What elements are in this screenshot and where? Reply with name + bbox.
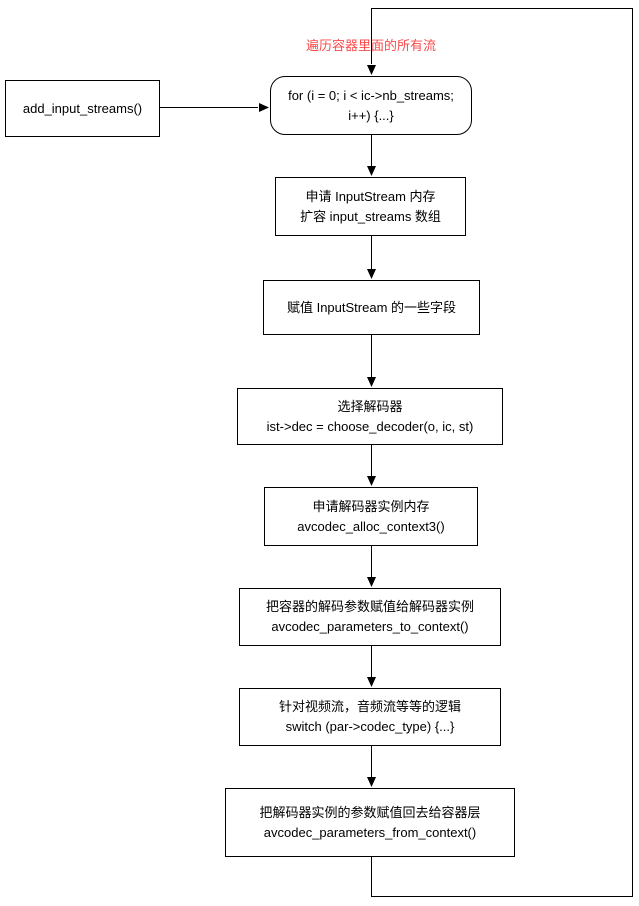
arrowhead-down-icon [367,269,376,279]
node-alloc-context: 申请解码器实例内存 avcodec_alloc_context3() [264,487,478,546]
node-label: 申请 InputStream 内存 [305,188,436,204]
node-label: 赋值 InputStream 的一些字段 [286,299,457,315]
node-assign-fields: 赋值 InputStream 的一些字段 [263,280,480,335]
node-label: avcodec_alloc_context3() [297,518,445,534]
arrowhead-down-icon [367,777,376,787]
node-params-to-context: 把容器的解码参数赋值给解码器实例 avcodec_parameters_to_c… [239,588,501,646]
arrowhead-down-icon [367,476,376,486]
node-label: add_input_streams() [22,100,143,116]
node-add-input-streams: add_input_streams() [5,80,160,137]
arrowhead-right-icon [259,103,269,112]
node-alloc-inputstream: 申请 InputStream 内存 扩容 input_streams 数组 [275,177,466,236]
node-label: 申请解码器实例内存 [312,498,430,514]
arrowhead-down-icon [367,577,376,587]
node-label: avcodec_parameters_from_context() [263,824,477,840]
node-label: for (i = 0; i < ic->nb_streams; [288,87,454,103]
arrowhead-down-icon [367,377,376,387]
node-label: 把解码器实例的参数赋值回去给容器层 [259,804,481,820]
node-params-from-context: 把解码器实例的参数赋值回去给容器层 avcodec_parameters_fro… [225,788,515,857]
edge-loop-back [371,8,633,897]
node-label: 针对视频流，音频流等等的逻辑 [278,699,461,714]
arrowhead-down-icon [367,166,376,176]
node-for-loop: for (i = 0; i < ic->nb_streams; i++) {..… [270,76,472,135]
node-switch-codec-type: 针对视频流，音频流等等的逻辑 switch (par->codec_type) … [239,688,501,746]
loop-annotation-label: 遍历容器里面的所有流 [305,38,437,53]
arrowhead-down-icon [367,677,376,687]
node-label: switch (par->codec_type) {...} [285,719,455,734]
node-label: 扩容 input_streams 数组 [300,208,441,224]
node-label: 把容器的解码参数赋值给解码器实例 [265,599,474,614]
node-label: avcodec_parameters_to_context() [271,619,469,634]
node-label: 选择解码器 [337,398,403,414]
arrowhead-down-icon [367,65,376,75]
node-label: ist->dec = choose_decoder(o, ic, st) [266,418,474,434]
node-choose-decoder: 选择解码器 ist->dec = choose_decoder(o, ic, s… [237,388,503,445]
node-label: i++) {...} [348,107,394,123]
